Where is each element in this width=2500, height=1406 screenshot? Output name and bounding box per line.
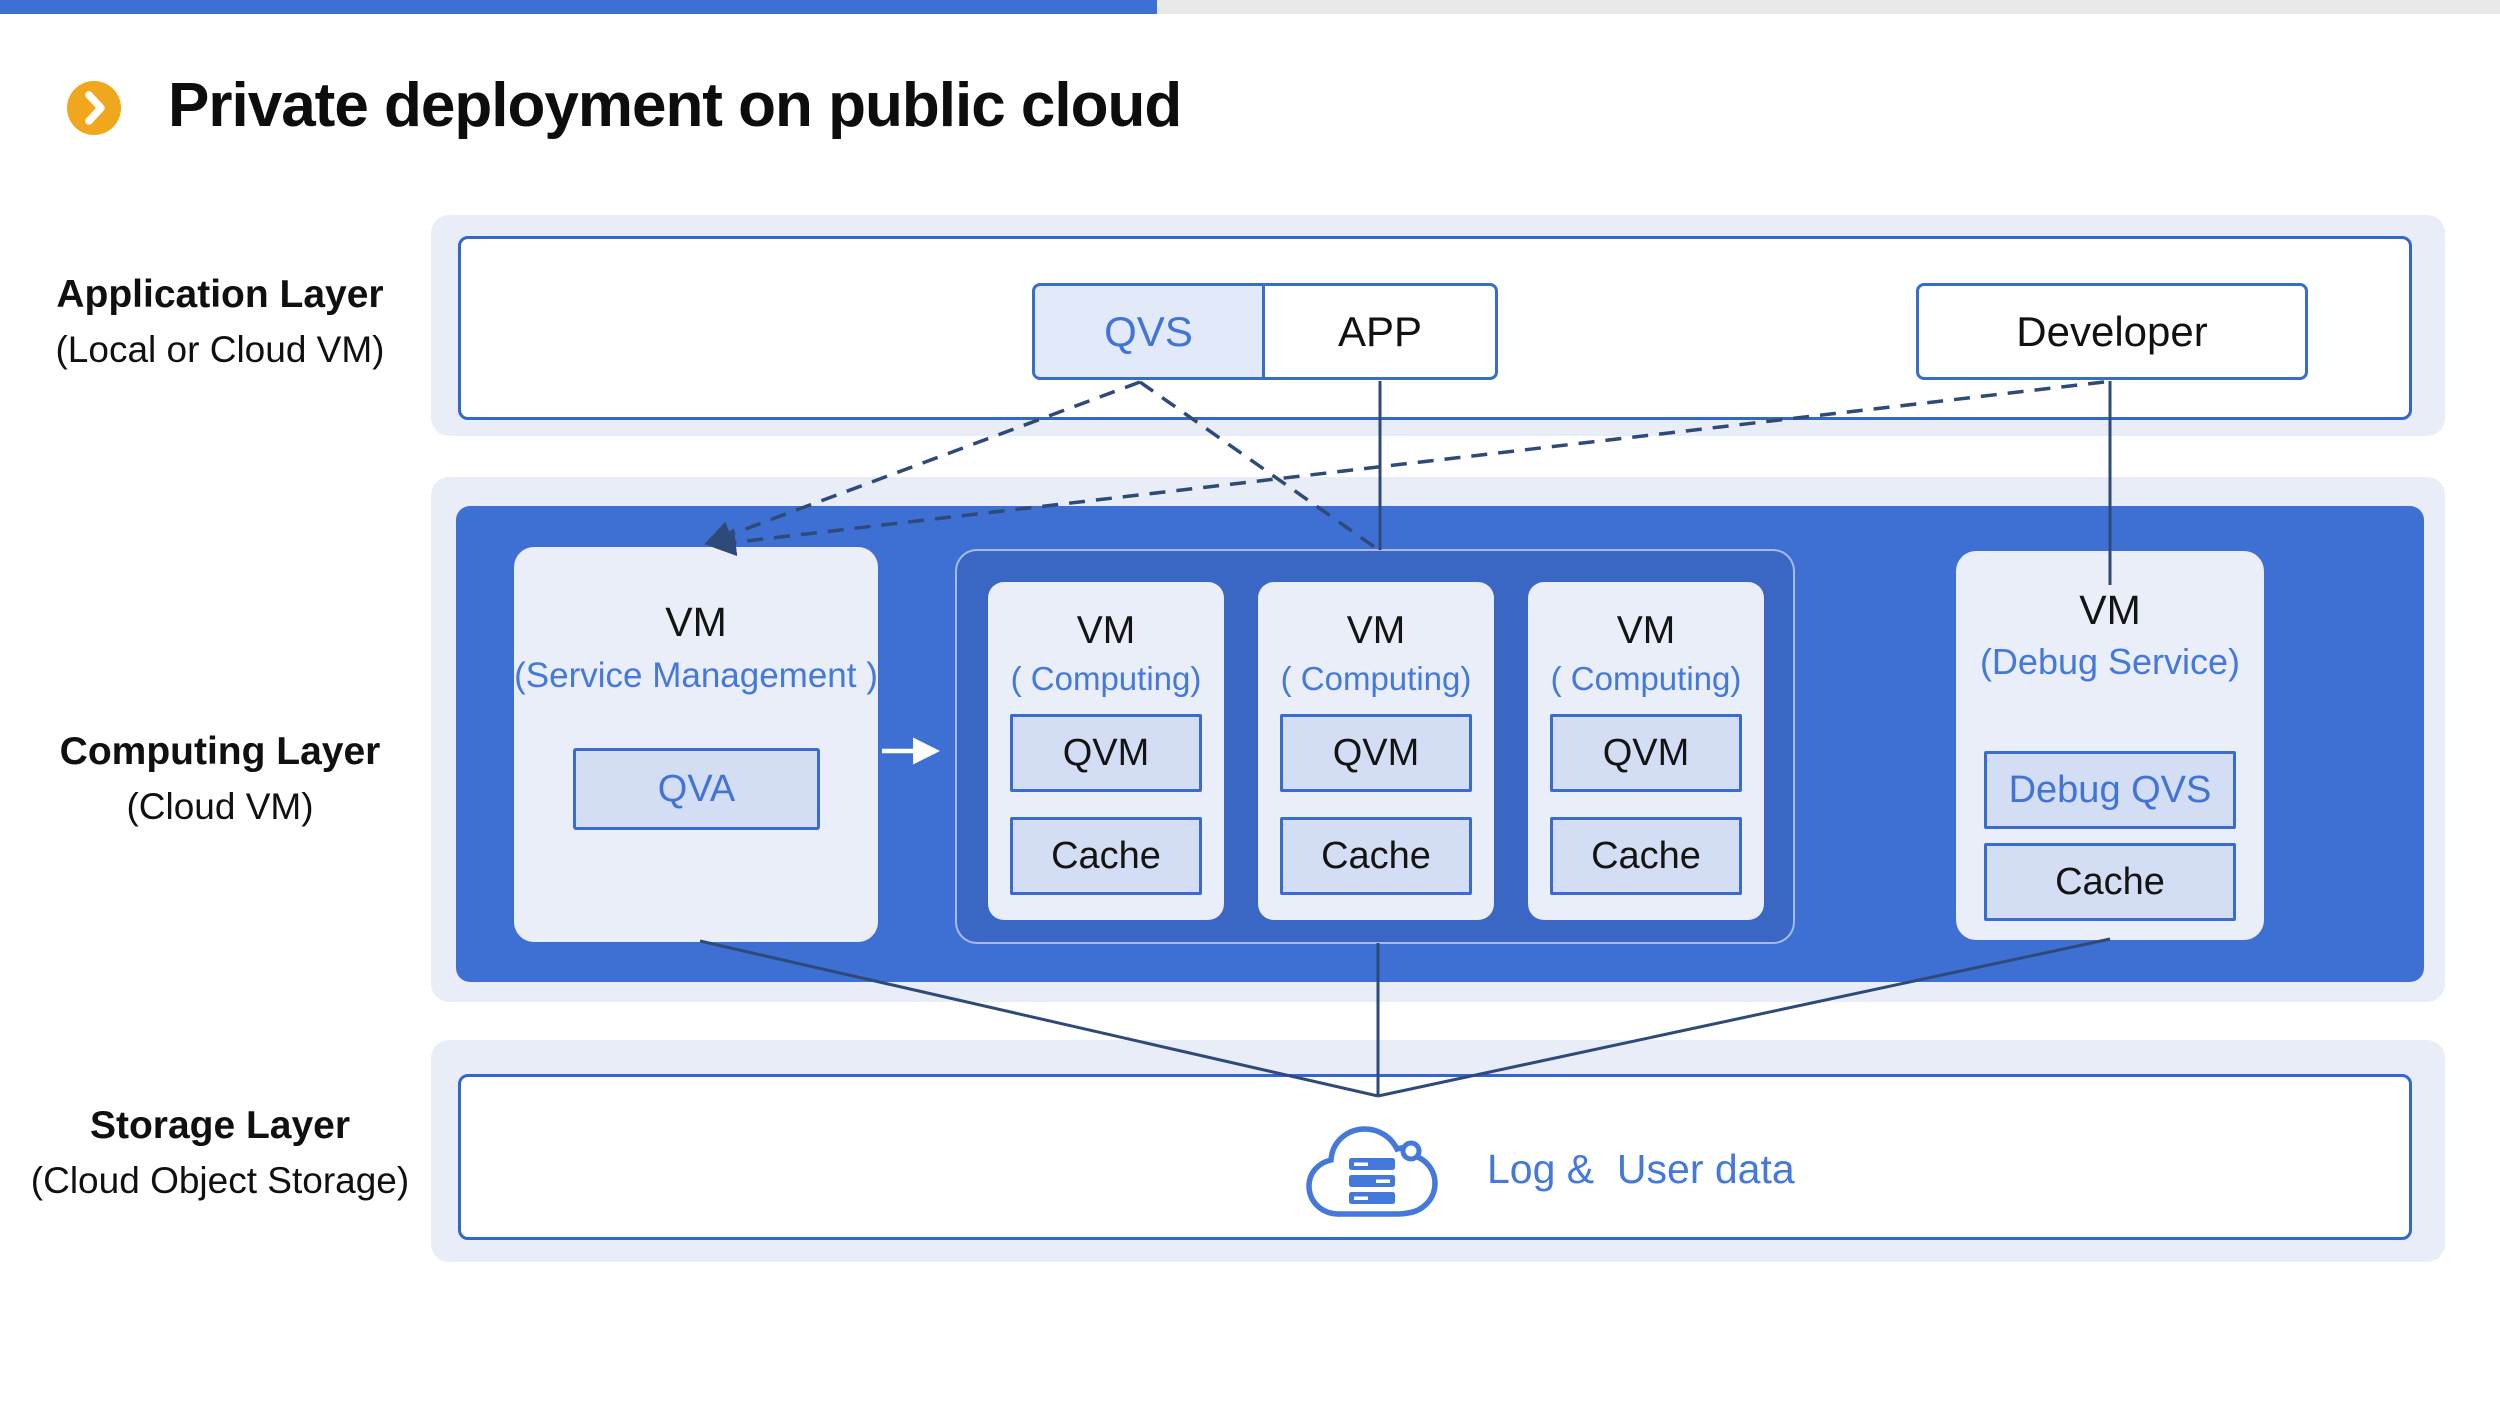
vm-role: ( Computing) (1010, 660, 1202, 697)
debug-qvs-module: Debug QVS (1984, 751, 2236, 829)
page-title: Private deployment on public cloud (168, 71, 1182, 140)
storage-layer-label: Storage Layer (Cloud Object Storage) (0, 1103, 440, 1204)
storage-layer-box (458, 1074, 2412, 1240)
top-accent-bar-gray (1157, 0, 2500, 14)
application-layer-label: Application Layer (Local or Cloud VM) (0, 272, 440, 373)
storage-layer-subtitle: (Cloud Object Storage) (30, 1160, 410, 1201)
vm-name: VM (1616, 609, 1676, 652)
vm-name: VM (1076, 609, 1136, 652)
top-accent-bar-blue (0, 0, 1157, 14)
developer-box: Developer (1916, 283, 2308, 380)
cache-module: Cache (1010, 817, 1202, 895)
qvm-module: QVM (1550, 714, 1742, 792)
cache-module: Cache (1280, 817, 1472, 895)
storage-data-label: Log & User data (1487, 1146, 1795, 1192)
application-layer-title: Application Layer (56, 273, 384, 316)
vm-name: VM (2079, 587, 2141, 633)
computing-layer-title: Computing Layer (59, 730, 381, 773)
computing-vm-group: VM ( Computing) QVM Cache VM ( Computing… (955, 549, 1795, 944)
service-management-vm-card: VM (Service Management ) QVA (514, 547, 878, 942)
qva-module: QVA (573, 748, 820, 830)
qvm-module: QVM (1280, 714, 1472, 792)
computing-vm-card: VM ( Computing) QVM Cache (1258, 582, 1494, 920)
vm-role: ( Computing) (1550, 660, 1742, 697)
vm-role: ( Computing) (1280, 660, 1472, 697)
cloud-storage-icon (1306, 1126, 1438, 1217)
app-box: APP (1262, 283, 1498, 380)
cache-module: Cache (1984, 843, 2236, 921)
debug-service-vm-card: VM (Debug Service) Debug QVS Cache (1956, 551, 2264, 940)
cache-module: Cache (1550, 817, 1742, 895)
computing-layer-subtitle: (Cloud VM) (126, 786, 314, 827)
computing-layer-label: Computing Layer (Cloud VM) (0, 729, 440, 830)
application-layer-subtitle: (Local or Cloud VM) (55, 329, 385, 370)
vm-role: (Debug Service) (1979, 641, 2241, 682)
vm-role: (Service Management ) (514, 656, 878, 695)
qvs-box: QVS (1032, 283, 1265, 380)
vm-name: VM (1346, 609, 1406, 652)
storage-layer-title: Storage Layer (89, 1104, 351, 1147)
computing-vm-card: VM ( Computing) QVM Cache (988, 582, 1224, 920)
computing-vm-card: VM ( Computing) QVM Cache (1528, 582, 1764, 920)
qvm-module: QVM (1010, 714, 1202, 792)
vm-name: VM (665, 599, 727, 645)
chevron-right-circle-icon (67, 81, 121, 135)
